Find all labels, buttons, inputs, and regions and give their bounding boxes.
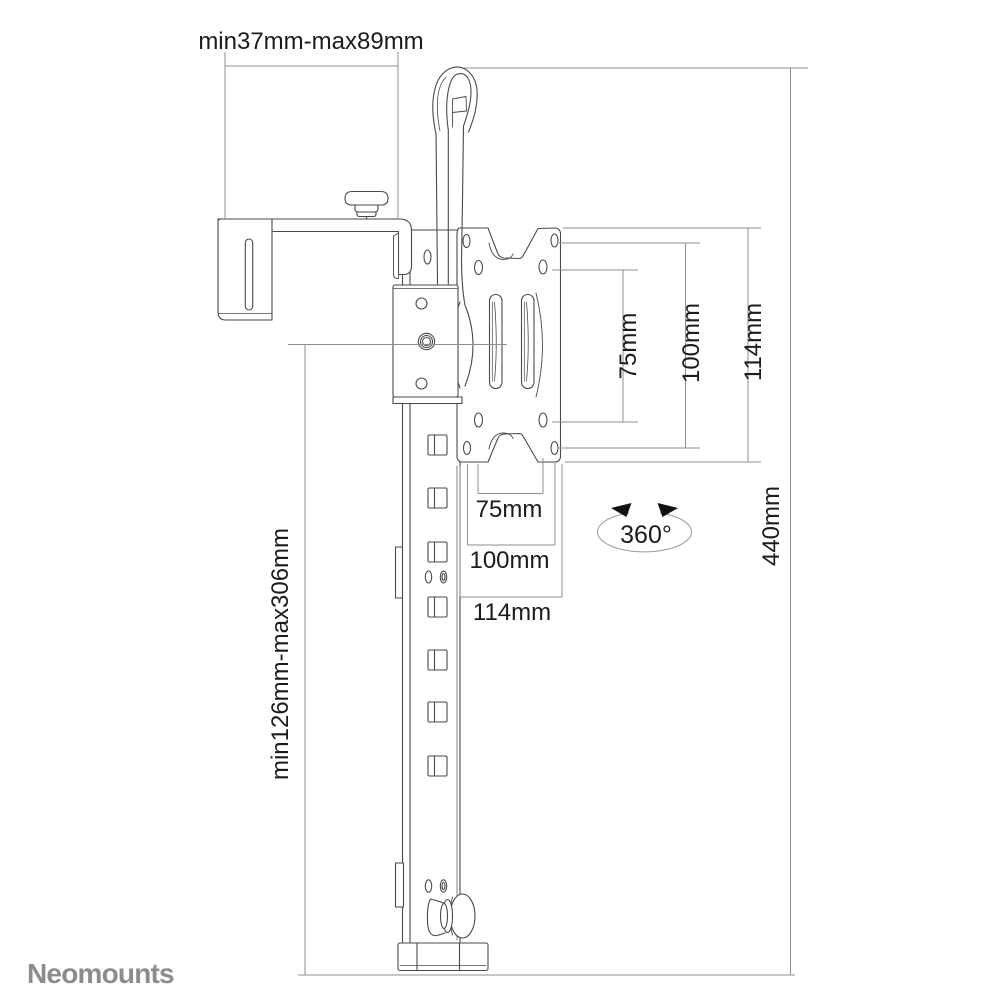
dim-total-height <box>464 67 808 975</box>
dim-vesa114-horizontal <box>459 464 563 598</box>
rail-hole-row <box>427 434 448 777</box>
vesa-corner-hole <box>462 233 471 249</box>
dim-vesa75-horizontal-label: 75mm <box>476 496 543 523</box>
dim-vesa75-vertical-label: 75mm <box>615 313 642 380</box>
pivot-clamp-plate <box>392 284 463 405</box>
hook-window <box>452 96 467 113</box>
rail-side-tab-upper <box>394 546 404 599</box>
dim-vesa75-vertical <box>552 269 638 423</box>
bracket-slot <box>244 238 254 311</box>
tension-knob <box>426 893 476 939</box>
vesa75-hole <box>473 412 484 428</box>
rail-side-tab-lower <box>394 862 405 908</box>
clamp-hole-top <box>415 297 428 310</box>
top-notch-ear <box>488 242 514 260</box>
vesa75-hole <box>473 259 484 276</box>
vesa-corner-hole <box>462 440 472 456</box>
rotation-indicator <box>597 503 692 553</box>
wall-bracket <box>217 218 413 321</box>
dim-vesa100-vertical <box>559 242 700 449</box>
dim-vesa100-horizontal-label: 100mm <box>469 547 549 574</box>
dim-vesa114-horizontal-label: 114mm <box>473 599 551 626</box>
dim-vesa114-vertical-label: 114mm <box>740 303 767 381</box>
bottom-notch-ear <box>488 432 514 450</box>
hook-strap <box>460 125 466 306</box>
brand-logo: Neomounts <box>27 958 174 989</box>
bracket-downturn-side <box>393 232 399 279</box>
dim-vesa100-vertical-label: 100mm <box>678 303 705 383</box>
vesa-corner-hole <box>550 440 559 456</box>
dimension-lines <box>224 52 808 976</box>
rotation-arrow-left <box>611 503 632 517</box>
vesa-plate <box>456 227 562 463</box>
dim-total-height-label: 440mm <box>758 486 785 566</box>
pivot-bolt <box>417 332 436 351</box>
vesa-slot <box>520 293 535 390</box>
rotation-arrow-right <box>657 503 678 517</box>
rail-oval-hole <box>423 249 432 265</box>
dim-vesa114-vertical <box>563 227 761 463</box>
bracket-top-plate <box>217 218 413 276</box>
dimension-labels: min37mm-max89mm min126mm-max306mm 440mm … <box>198 28 785 780</box>
dim-vesa100-horizontal <box>467 463 556 546</box>
top-hook <box>432 66 478 306</box>
dim-left-height-label: min126mm-max306mm <box>267 528 294 780</box>
dim-top-width-label: min37mm-max89mm <box>198 28 423 55</box>
vesa-slot <box>488 293 503 390</box>
monitor-mount-drawing <box>217 66 562 972</box>
vesa75-hole <box>538 412 548 428</box>
rotation-angle-label: 360° <box>620 521 672 549</box>
vesa-corner-hole <box>550 233 559 248</box>
rail-pin-holes <box>424 570 448 893</box>
dim-vesa75-horizontal <box>477 458 544 494</box>
vesa75-hole <box>538 259 548 275</box>
foot-base <box>397 942 489 972</box>
clamp-hole-bottom <box>415 377 428 390</box>
locking-thumbscrew <box>344 190 389 220</box>
dim-top-width <box>224 52 399 219</box>
